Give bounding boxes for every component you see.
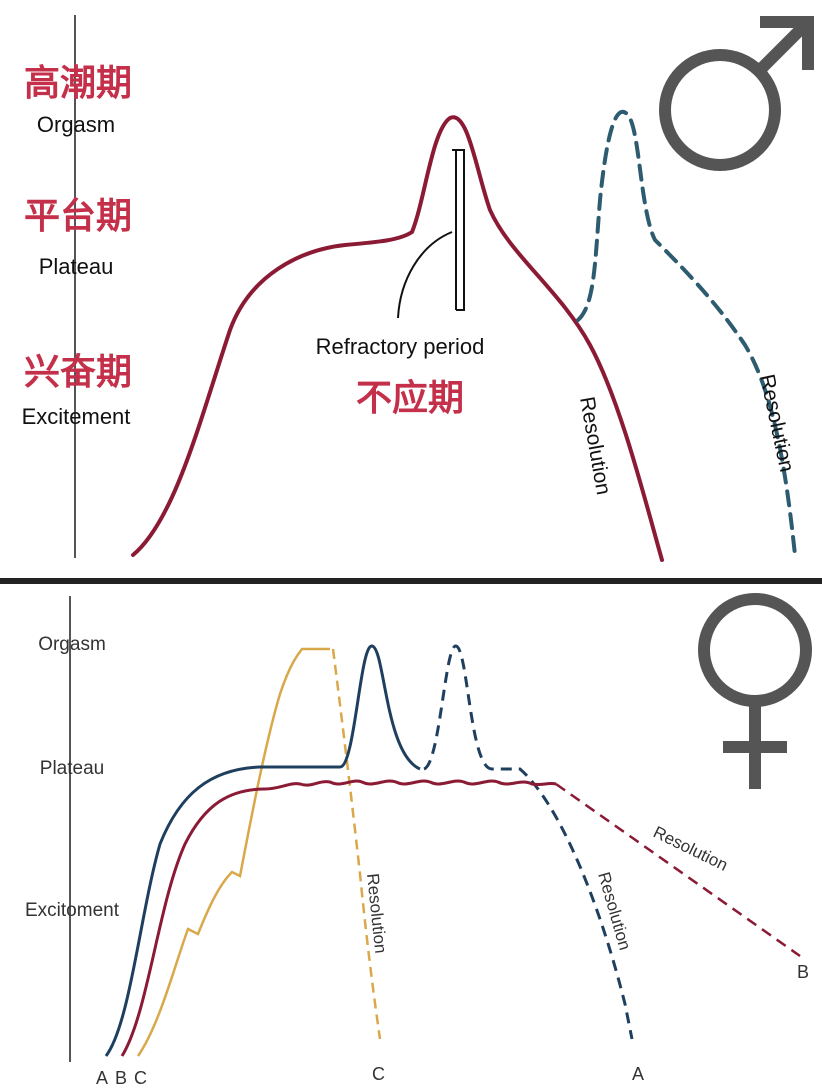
refractory-bracket: [452, 149, 465, 311]
female-curve-a: [104, 644, 421, 1057]
stage-orgasm-zh: 高潮期: [24, 63, 132, 104]
female-curve-c: [136, 647, 330, 1057]
female-diagram: Orgasm Plateau Excitoment Resolution Res…: [25, 593, 812, 1088]
female-response-panel: Orgasm Plateau Excitoment Resolution Res…: [0, 584, 822, 1090]
female-stage-plateau: Plateau: [40, 758, 104, 779]
male-symbol-icon: [659, 16, 814, 171]
male-resolution-label-2: Resolution: [755, 372, 798, 474]
female-resolution-label-a: Resolution: [594, 870, 634, 952]
stage-excitement-en: Excitement: [22, 404, 131, 429]
stage-orgasm-en: Orgasm: [37, 112, 115, 137]
female-curve-b: [120, 779, 557, 1057]
letter-start-b: B: [115, 1068, 127, 1088]
male-resolution-label-1: Resolution: [575, 395, 615, 497]
female-curve-c-resolution: [331, 648, 382, 1040]
stage-excitement-zh: 兴奋期: [24, 352, 132, 393]
refractory-label-en: Refractory period: [316, 334, 485, 359]
refractory-arc: [397, 231, 453, 319]
letter-end-c: C: [372, 1064, 385, 1084]
male-diagram: 高潮期 Orgasm 平台期 Plateau 兴奋期 Excitement Re…: [22, 15, 814, 562]
letter-start-c: C: [134, 1068, 147, 1088]
female-stage-excitement: Excitoment: [25, 900, 120, 921]
stage-plateau-zh: 平台期: [24, 196, 132, 237]
letter-end-a: A: [632, 1064, 644, 1084]
female-stage-orgasm: Orgasm: [38, 634, 106, 655]
male-response-curve: [131, 115, 664, 562]
letter-end-b: B: [797, 962, 809, 982]
letter-start-a: A: [96, 1068, 108, 1088]
male-response-panel: 高潮期 Orgasm 平台期 Plateau 兴奋期 Excitement Re…: [21, 15, 814, 562]
female-symbol-icon: [698, 593, 812, 789]
panel-divider: [0, 578, 822, 584]
stage-plateau-en: Plateau: [39, 254, 114, 279]
female-curve-a-dashed: [423, 644, 634, 1040]
female-curve-b-resolution: [555, 782, 801, 958]
male-second-orgasm-curve: [576, 109, 797, 557]
refractory-label-zh: 不应期: [356, 378, 464, 419]
female-resolution-label-b: Resolution: [650, 823, 731, 875]
